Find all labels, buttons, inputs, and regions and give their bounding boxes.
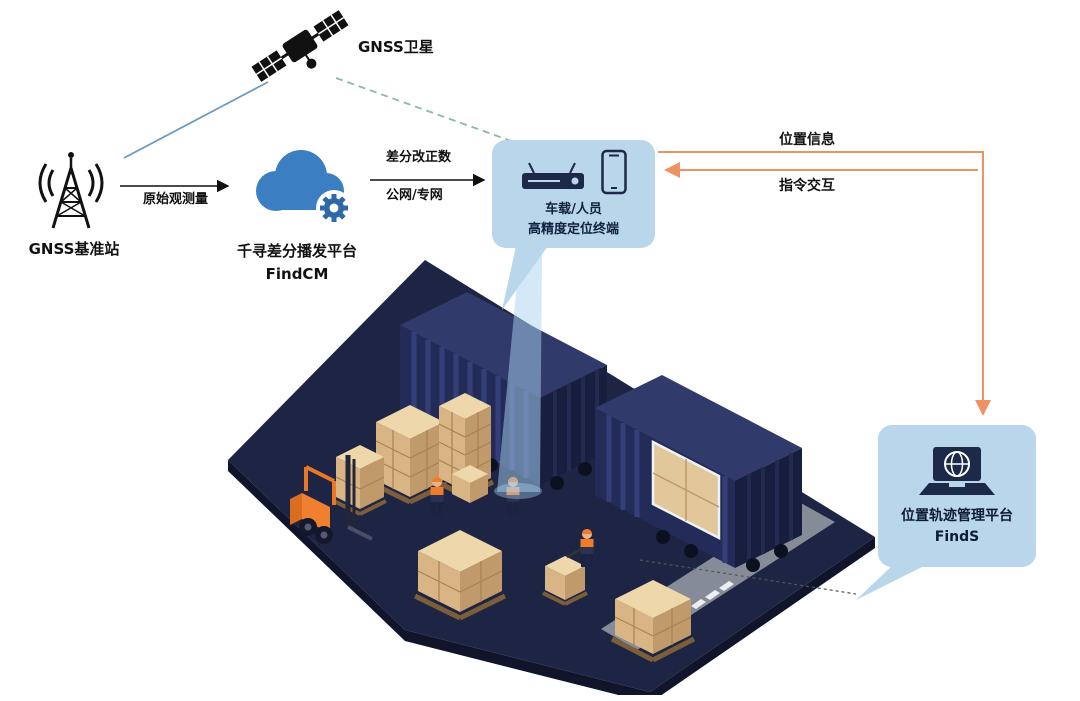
radio-tower-icon: [38, 152, 104, 229]
worker-3: [566, 529, 594, 567]
position-info-arrow: [658, 151, 991, 416]
satellite-to-terminal-dashed-link: [335, 77, 515, 143]
platform-node: 位置轨迹管理平台 FindS: [878, 425, 1036, 567]
gear-icon: [320, 194, 348, 222]
base-station-label: GNSS基准站: [28, 240, 120, 258]
pallet-stack-a: [371, 405, 449, 505]
cloud-platform-title: 千寻差分播发平台: [236, 242, 357, 260]
platform-callout-tail: [856, 562, 932, 600]
terminal-label: 车载/人员 高精度定位终端: [528, 200, 619, 239]
satellite-to-base-link: [123, 81, 269, 159]
receiver-icon: [521, 162, 584, 189]
platform-label-title: 位置轨迹管理平台: [901, 507, 1013, 524]
warehouse-illustration: [228, 260, 875, 695]
pallet-stack-bottom-2: [610, 580, 696, 663]
platform-label-subtitle: FindS: [934, 528, 980, 545]
satellite-icon: [251, 10, 349, 82]
terminal-label-line2: 高精度定位终端: [527, 221, 619, 237]
single-box: [452, 465, 488, 503]
platform-callout-dashed-link: [639, 559, 857, 595]
network-label: 公网/专网: [386, 188, 443, 203]
pallet-jack-load: [542, 556, 588, 606]
pallet-stack-bottom-1: [413, 530, 507, 621]
smartphone-icon: [600, 149, 627, 195]
platform-label: 位置轨迹管理平台 FindS: [901, 506, 1013, 548]
command-interaction-label: 指令交互: [779, 178, 835, 194]
raw-observation-label: 原始观测量: [142, 192, 208, 207]
position-info-label: 位置信息: [779, 132, 835, 148]
terminal-icons: [520, 149, 628, 195]
cloud-platform-label: 千寻差分播发平台 FindCM: [222, 240, 372, 285]
correction-label: 差分改正数: [386, 150, 452, 165]
cloud-gear-icon: [256, 150, 352, 226]
terminal-callout-tail: [502, 246, 548, 310]
satellite-label: GNSS卫星: [358, 38, 434, 56]
positioning-beam: [497, 252, 542, 492]
forklift: [290, 455, 373, 544]
positioning-beam-base: [494, 483, 542, 499]
shipping-container-2: [595, 375, 802, 572]
terminal-label-line1: 车载/人员: [545, 202, 602, 217]
worker-1: [430, 477, 444, 515]
cloud-platform-subtitle: FindCM: [265, 264, 329, 283]
terminal-node: 车载/人员 高精度定位终端: [492, 140, 655, 248]
laptop-globe-icon: [919, 446, 995, 495]
